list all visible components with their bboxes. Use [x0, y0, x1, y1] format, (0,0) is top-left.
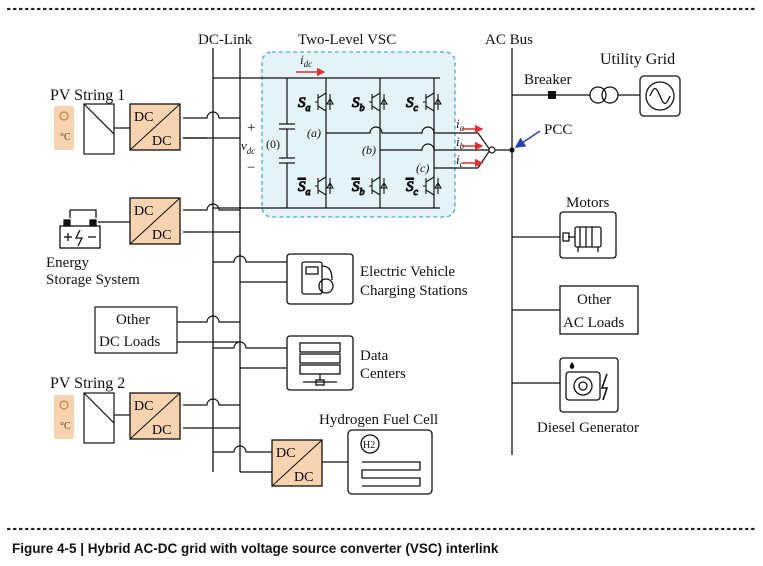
- utility-grid-label: Utility Grid: [600, 51, 675, 68]
- h2-label: H2: [363, 440, 375, 451]
- diesel-generator-label: Diesel Generator: [537, 420, 639, 436]
- dc-dc-converter: DC DC: [129, 103, 181, 151]
- other-ac-loads-box: [559, 285, 639, 335]
- dcdc-label-top: DC: [276, 446, 295, 461]
- sun-thermometer-icon: °C: [54, 395, 74, 439]
- switch-label: Sa: [298, 179, 311, 198]
- dc-dc-converter: DC DC: [129, 197, 181, 245]
- ev-label-1: Electric Vehicle: [360, 264, 455, 280]
- ia-label: ia: [456, 116, 465, 133]
- utility-grid-box: [639, 75, 681, 117]
- pv1-label: PV String 1: [50, 87, 125, 104]
- node-b-label: (b): [362, 143, 376, 157]
- server-icon: [286, 335, 354, 391]
- other-dc-label-2: DC Loads: [99, 334, 160, 350]
- other-dc-label-1: Other: [116, 312, 150, 328]
- node-c-label: (c): [416, 161, 429, 175]
- lower-switch: Sa: [297, 176, 334, 199]
- dcdc-label-bottom: DC: [152, 423, 171, 438]
- minus-sign: −: [247, 160, 255, 176]
- hfc-label: Hydrogen Fuel Cell: [319, 412, 438, 428]
- sine-source-icon: [645, 81, 675, 111]
- pv2-label: PV String 2: [50, 375, 125, 392]
- node-a-label: (a): [307, 126, 321, 140]
- upper-switch: Sc: [405, 92, 442, 115]
- lower-switch: Sc: [405, 176, 442, 199]
- dcdc-label-top: DC: [134, 110, 153, 125]
- lower-switch: Sb: [351, 176, 388, 199]
- vsc-box: [261, 51, 456, 218]
- dc-dc-converter: DC DC: [129, 392, 181, 440]
- ess-label-2: Storage System: [46, 272, 140, 288]
- breaker-icon: [548, 91, 556, 99]
- motors-label: Motors: [566, 195, 610, 211]
- pcc-node: [488, 146, 496, 154]
- upper-switch: Sb: [351, 92, 388, 115]
- other-dc-loads-box: [94, 306, 178, 354]
- plus-sign: +: [247, 120, 255, 136]
- switch-label: Sc: [406, 95, 419, 114]
- dc-dc-converter: DC DC: [271, 439, 323, 487]
- ib-label: ib: [456, 134, 465, 151]
- sun-thermometer-icon: °C: [54, 106, 74, 150]
- vsc-title: Two-Level VSC: [298, 32, 396, 48]
- dc-link-label: DC-Link: [198, 32, 253, 48]
- vdc-label: vdc: [241, 138, 255, 156]
- diesel-generator-box: [559, 357, 619, 413]
- figure-caption: Figure 4-5 | Hybrid AC-DC grid with volt…: [12, 541, 499, 556]
- pcc-arrow: [514, 130, 541, 148]
- upper-switch: Sa: [297, 92, 334, 115]
- ess-label-1: Energy: [46, 255, 90, 271]
- switch-label: Sa: [298, 95, 311, 114]
- dcdc-label-bottom: DC: [294, 470, 313, 485]
- diesel-generator-icon: [565, 371, 609, 401]
- dcdc-label-top: DC: [134, 204, 153, 219]
- data-centers-label-1: Data: [360, 348, 389, 364]
- dcdc-label-bottom: DC: [152, 134, 171, 149]
- dcdc-label-top: DC: [134, 399, 153, 414]
- switch-label: Sc: [406, 179, 419, 198]
- dcdc-label-bottom: DC: [152, 228, 171, 243]
- ev-label-2: Charging Stations: [360, 283, 468, 299]
- ic-label: ic: [456, 152, 464, 169]
- node-zero-label: (0): [266, 137, 280, 151]
- other-ac-label-2: AC Loads: [563, 315, 624, 331]
- switch-label: Sb: [352, 95, 365, 114]
- svg-text:°C: °C: [60, 132, 71, 143]
- motors-box: [559, 211, 617, 259]
- data-centers-label-2: Centers: [360, 366, 406, 382]
- motor-icon: [562, 226, 602, 252]
- breaker-label: Breaker: [524, 72, 571, 88]
- battery-icon: [59, 209, 101, 249]
- idc-label: idc: [300, 52, 312, 69]
- fuel-cell-icon: [347, 429, 433, 495]
- other-ac-label-1: Other: [577, 292, 611, 308]
- switch-label: Sb: [352, 179, 365, 198]
- transformer-icon: [589, 86, 607, 104]
- pcc-label: PCC: [544, 122, 572, 138]
- svg-text:°C: °C: [60, 421, 71, 432]
- ev-charger-icon: [286, 253, 354, 305]
- ac-bus-label: AC Bus: [485, 32, 533, 48]
